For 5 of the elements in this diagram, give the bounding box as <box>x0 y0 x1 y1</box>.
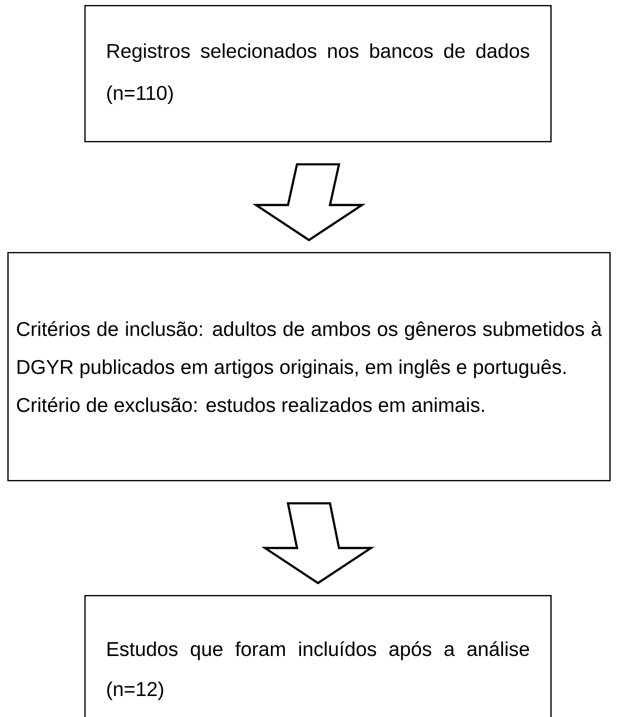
block-arrow <box>252 163 366 242</box>
block-arrow <box>261 502 375 584</box>
text-box: Registros selecionados nos bancos de dados (n=110) <box>84 5 552 142</box>
text-box: Critérios de inclusão: adultos de ambos os gêneros submetidos à DGYR publicados em artigos originais, em inglês e português. Critério de exclusão: estudos realizados em animais. <box>7 252 611 482</box>
text-box: Estudos que foram incluídos após a análise (n=12) <box>84 595 552 717</box>
